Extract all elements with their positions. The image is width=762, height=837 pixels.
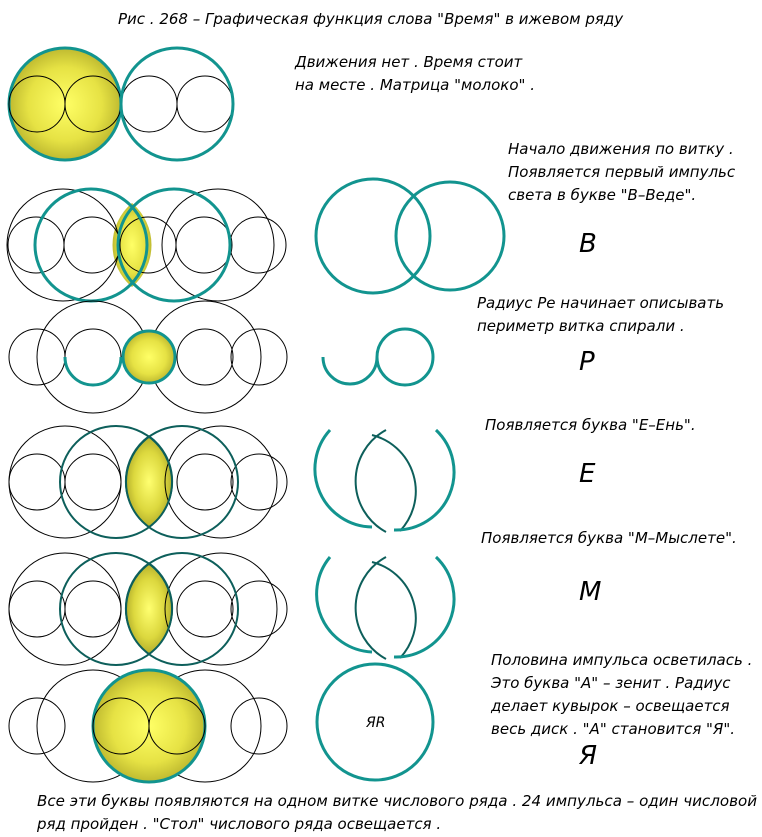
- svg-text:на месте . Матрица "молоко" .: на месте . Матрица "молоко" .: [295, 76, 535, 94]
- row-1-caption: Движения нет . Время стоит на месте . Ма…: [294, 53, 535, 94]
- svg-text:Появляется первый импульс: Появляется первый импульс: [508, 163, 736, 181]
- letter-m: М: [579, 577, 601, 607]
- svg-text:Это буква "А" – зенит . Радиус: Это буква "А" – зенит . Радиус: [490, 674, 731, 692]
- letter-ya: Я: [578, 741, 597, 771]
- letter-r: Р: [579, 347, 595, 377]
- svg-text:Все эти буквы появляются на од: Все эти буквы появляются на одном витке …: [37, 792, 757, 810]
- row-5-figure: [8, 552, 288, 666]
- letter-e: Е: [579, 459, 596, 489]
- letter-v: В: [579, 229, 597, 259]
- svg-text:ряд пройден . "Стол" числового: ряд пройден . "Стол" числового ряда осве…: [36, 815, 441, 833]
- teal-ring: [119, 46, 235, 162]
- row-6-caption: Половина импульса осветилась . Это буква…: [490, 651, 752, 738]
- disk-label: ЯR: [365, 715, 385, 731]
- row-5-symbol: [315, 555, 456, 660]
- figure-title: Рис . 268 – Графическая функция слова "В…: [118, 10, 624, 28]
- row-1-figure: [7, 46, 235, 162]
- footer-note: Все эти буквы появляются на одном витке …: [36, 792, 757, 833]
- lit-disk-small: [121, 329, 177, 385]
- row-4-symbol: [313, 428, 456, 533]
- row-3-symbol: [321, 327, 435, 387]
- row-3-caption: Радиус Ре начинает описывать периметр ви…: [477, 294, 724, 335]
- row-2-caption: Начало движения по витку . Появляется пе…: [508, 140, 736, 204]
- row-3-figure: [8, 300, 288, 414]
- row-2-figure: [6, 187, 287, 303]
- svg-text:периметр витка спирали .: периметр витка спирали .: [477, 317, 685, 335]
- svg-text:Движения нет . Время стоит: Движения нет . Время стоит: [294, 53, 524, 71]
- row-2-symbol: [314, 177, 506, 295]
- svg-text:делает кувырок – освещается: делает кувырок – освещается: [490, 697, 730, 715]
- svg-text:Половина импульса осветилась .: Половина импульса осветилась .: [491, 651, 752, 669]
- svg-text:света в букве "В–Веде".: света в букве "В–Веде".: [508, 186, 696, 204]
- row-6-figure: [8, 668, 288, 784]
- row-4-caption: Появляется буква "Е–Ень".: [485, 416, 696, 434]
- svg-text:Радиус Ре начинает описывать: Радиус Ре начинает описывать: [477, 294, 724, 312]
- row-5-caption: Появляется буква "М–Мыслете".: [481, 529, 737, 547]
- row-4-figure: [8, 425, 288, 539]
- row-6-symbol: ЯR: [315, 662, 435, 782]
- svg-text:весь диск . "А" становится "Я": весь диск . "А" становится "Я".: [491, 720, 735, 738]
- svg-text:Начало движения по витку .: Начало движения по витку .: [508, 140, 734, 158]
